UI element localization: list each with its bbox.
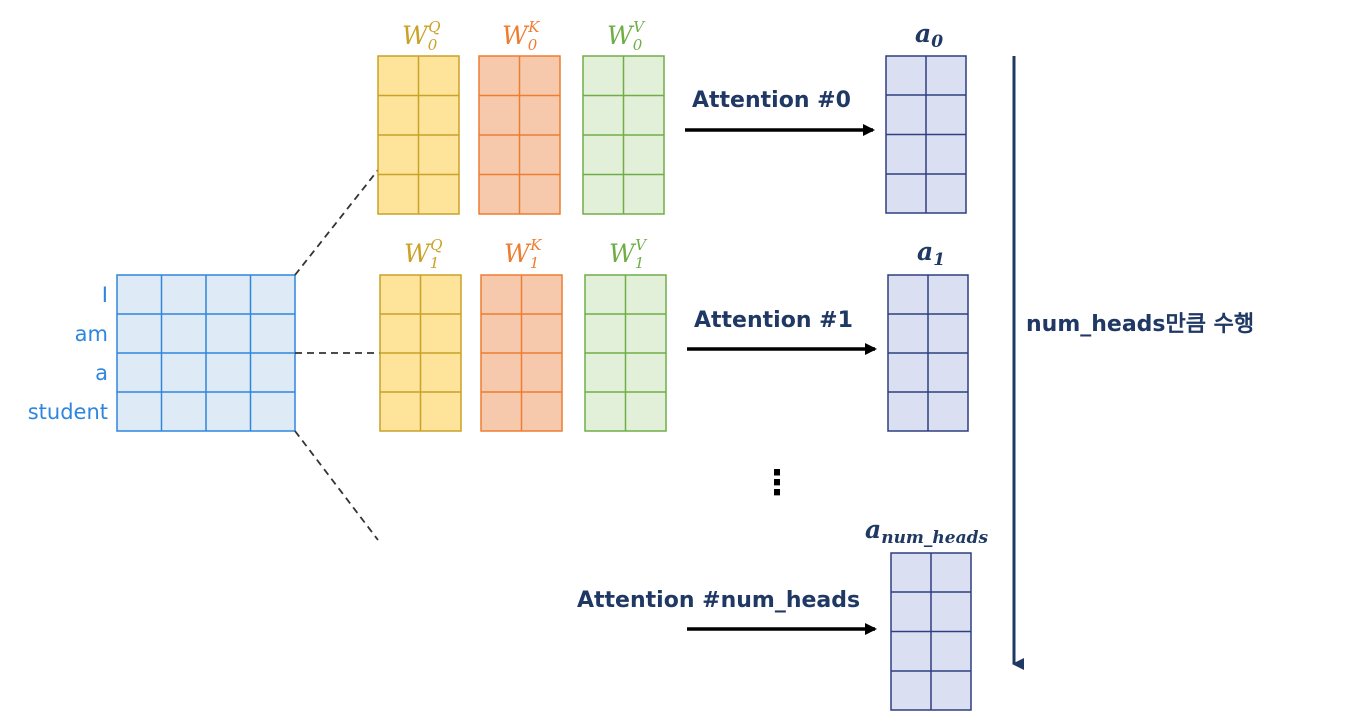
query-weight-matrix xyxy=(377,55,460,215)
value-weight-label: W1V xyxy=(609,236,648,272)
query-weight-matrix xyxy=(379,274,462,432)
value-weight-label: W0V xyxy=(607,18,646,54)
key-weight-matrix xyxy=(480,274,563,432)
dashed-connector xyxy=(294,430,379,541)
input-word-label: student xyxy=(28,400,108,424)
output-matrix xyxy=(887,274,969,432)
output-matrix xyxy=(890,552,972,711)
repeat-label: num_heads만큼 수행 xyxy=(1026,312,1254,337)
output-label: anum_heads xyxy=(865,515,988,548)
query-weight-label: W0Q xyxy=(402,18,441,54)
output-label: a0 xyxy=(915,19,943,52)
ellipsis-icon: ⋮ xyxy=(760,463,794,503)
query-weight-label: W1Q xyxy=(404,236,443,272)
key-weight-label: W0K xyxy=(502,18,540,54)
value-weight-matrix xyxy=(584,274,667,432)
input-matrix xyxy=(116,274,296,432)
input-word-label: am xyxy=(75,322,108,346)
key-weight-matrix xyxy=(478,55,561,215)
value-weight-matrix xyxy=(582,55,665,215)
key-weight-label: W1K xyxy=(504,236,542,272)
output-label: a1 xyxy=(917,237,945,270)
attention-label: Attention #num_heads xyxy=(577,588,860,613)
dashed-connector xyxy=(294,169,379,276)
attention-label: Attention #1 xyxy=(694,308,853,333)
input-word-label: a xyxy=(95,361,108,385)
input-word-label: I xyxy=(102,283,108,307)
attention-label: Attention #0 xyxy=(692,88,851,113)
output-matrix xyxy=(885,55,967,214)
